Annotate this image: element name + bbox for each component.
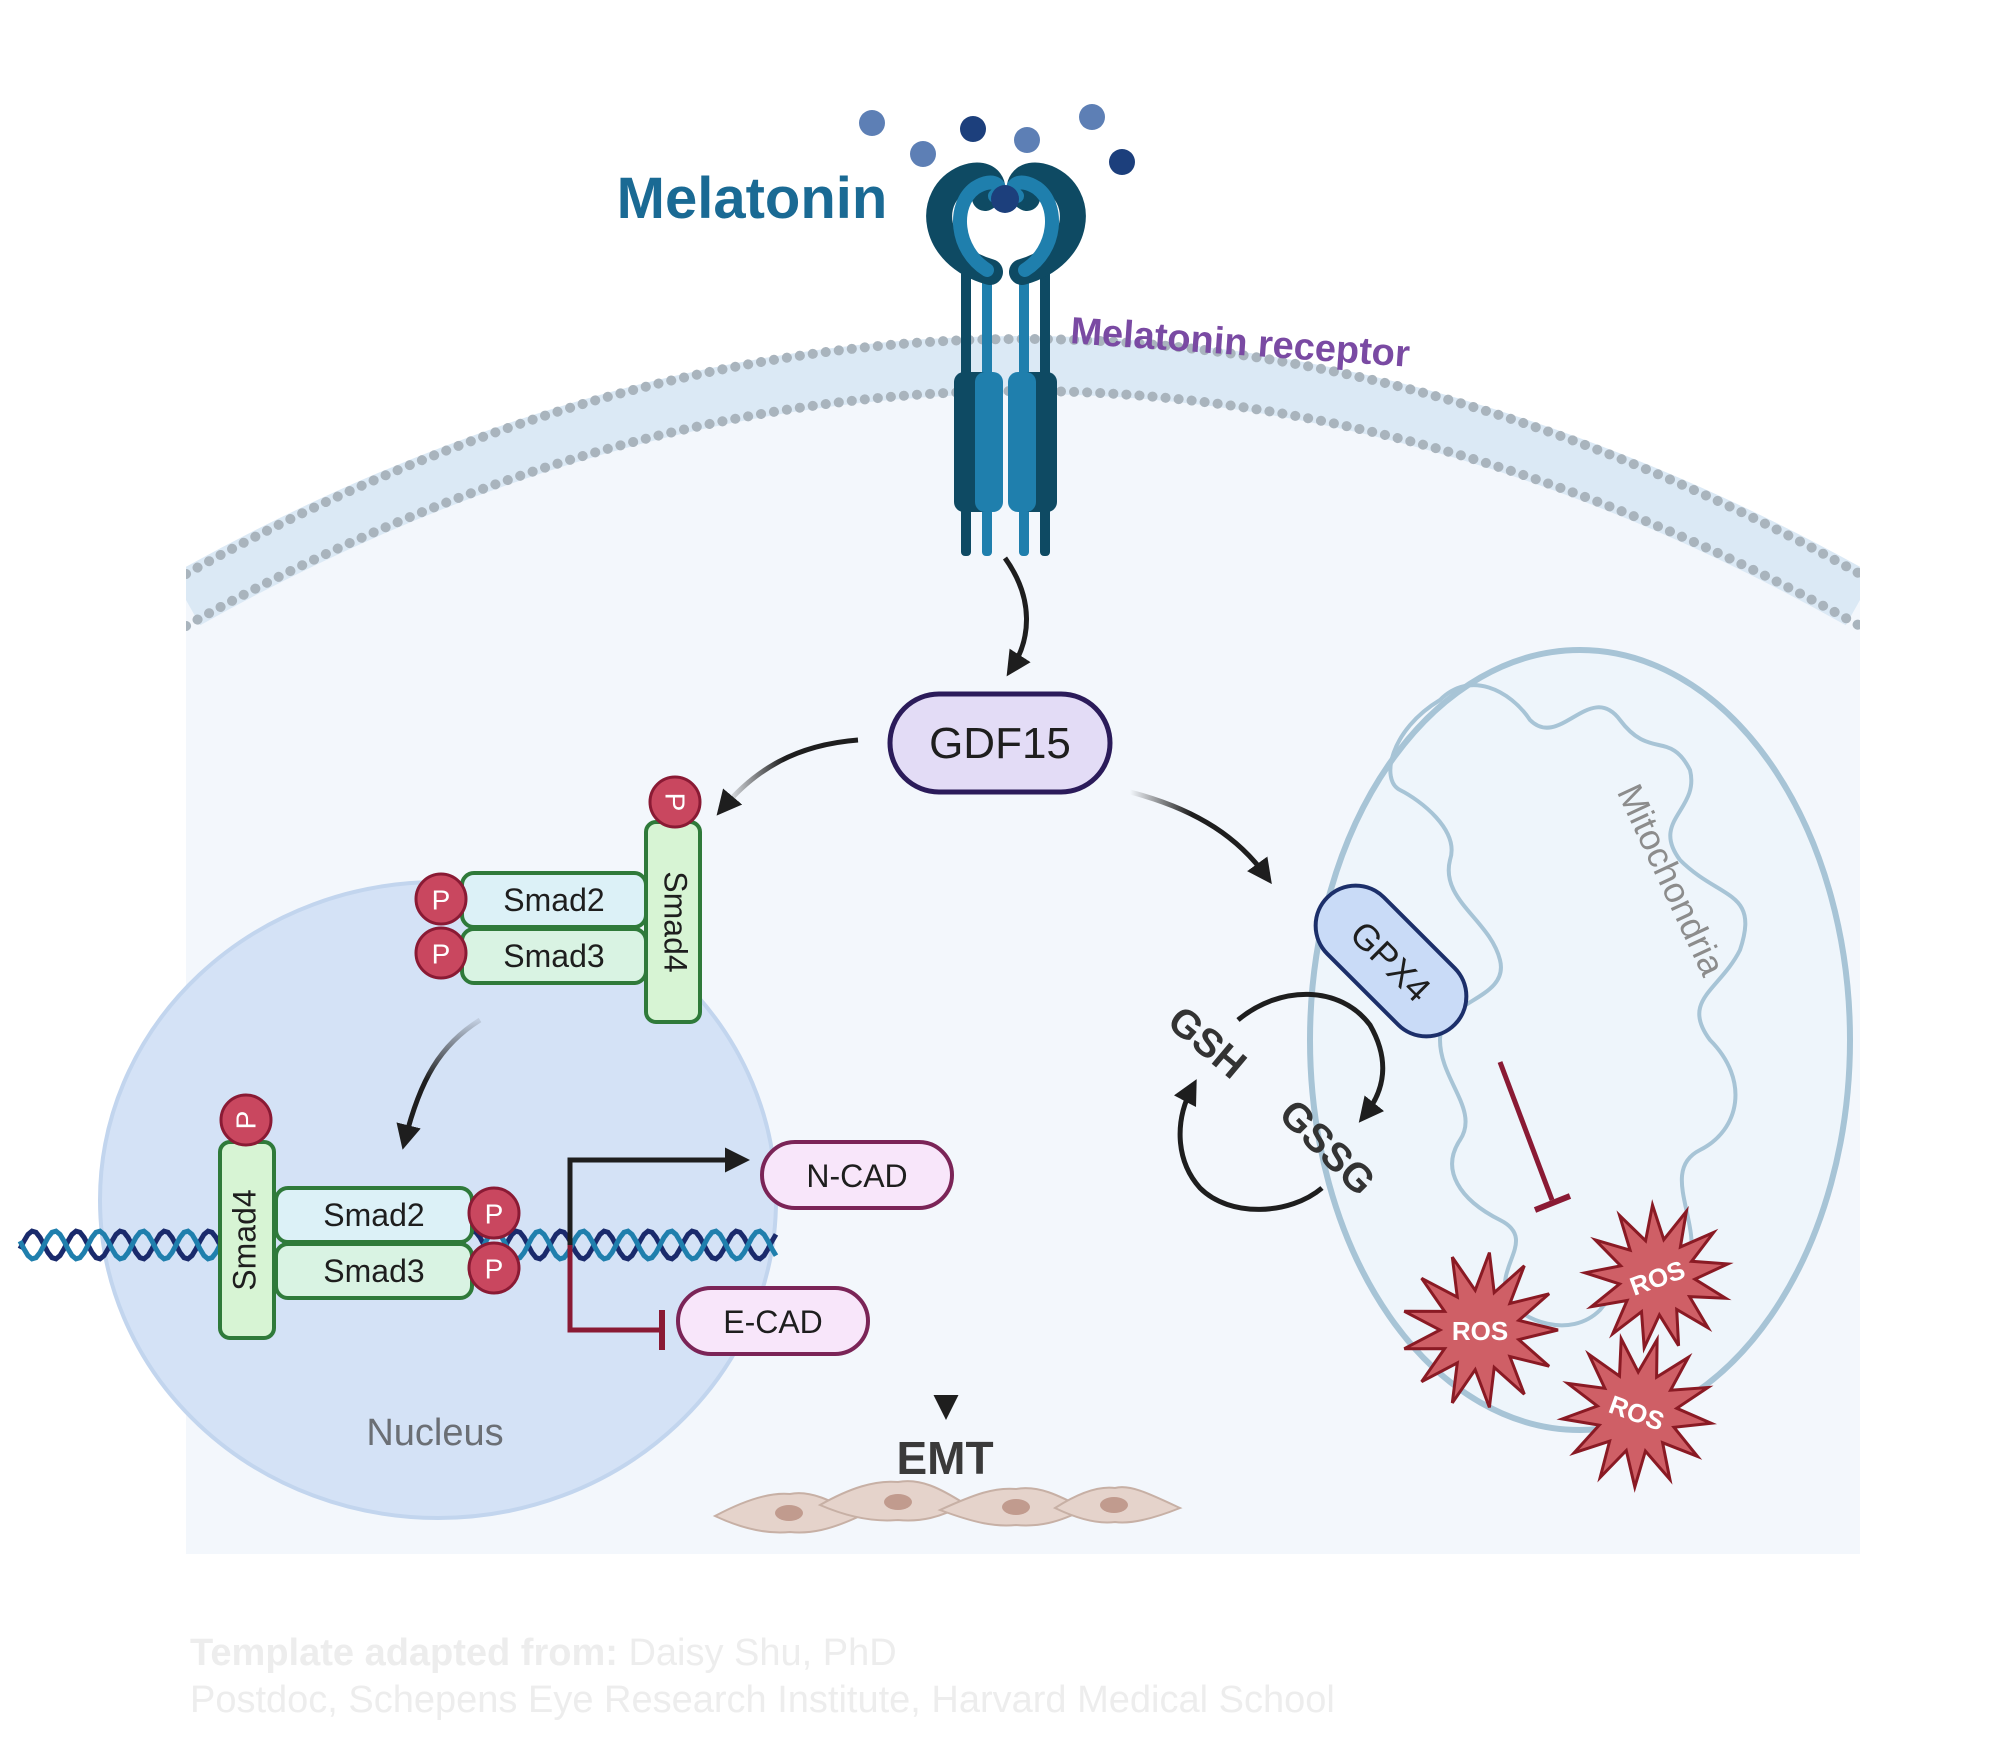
receptor-to-gdf15-arrow — [1002, 556, 1031, 677]
gpx4-inhibition-line — [1497, 1061, 1572, 1213]
melatonin-receptor-icon — [926, 162, 1086, 556]
gdf15-to-smad-arrow — [716, 737, 859, 816]
smad2-label: Smad2 — [323, 1197, 424, 1233]
smad-complex-nucleus: Smad4 Smad2 Smad3 P P P — [218, 1093, 521, 1340]
svg-text:P: P — [231, 1111, 262, 1130]
smad2-label: Smad2 — [503, 882, 604, 918]
phospho-icon: P — [414, 872, 468, 926]
ros-icon: ROS — [1579, 1199, 1734, 1354]
nucleus-label: Nucleus — [366, 1412, 503, 1454]
phospho-icon: P — [648, 775, 702, 829]
svg-text:Template adapted from: Daisy S: Template adapted from: Daisy Shu, PhD — [190, 1632, 897, 1674]
footer-author: Daisy Shu, PhD — [618, 1632, 897, 1674]
phospho-icon: P — [467, 1241, 521, 1295]
ecad-node: E-CAD — [676, 1286, 870, 1356]
melatonin-molecule-icon — [1079, 104, 1105, 130]
phospho-icon: P — [219, 1093, 273, 1147]
phospho-icon: P — [467, 1186, 521, 1240]
smad3-label: Smad3 — [503, 938, 604, 974]
ecad-inhibition-line — [567, 1245, 665, 1350]
svg-text:P: P — [485, 1199, 504, 1230]
melatonin-label: Melatonin — [617, 166, 888, 231]
melatonin-molecule-icon — [1014, 127, 1040, 153]
melatonin-molecules — [859, 104, 1135, 175]
smad4-label: Smad4 — [226, 1189, 262, 1290]
smad-complex-cytoplasm: Smad4 Smad2 Smad3 P P P — [414, 775, 702, 1024]
smad4-label: Smad4 — [658, 871, 694, 972]
melatonin-molecule-icon — [1109, 149, 1135, 175]
gdf15-to-gpx4-arrow — [1129, 789, 1272, 885]
ecad-label: E-CAD — [723, 1304, 823, 1340]
ncad-node: N-CAD — [760, 1140, 954, 1210]
ros-label: ROS — [1452, 1316, 1508, 1346]
ros-icon: ROS — [1403, 1252, 1559, 1408]
svg-text:P: P — [485, 1254, 504, 1285]
gdf15-node: GDF15 — [887, 691, 1113, 795]
gdf15-label: GDF15 — [929, 719, 1071, 768]
melatonin-molecule-icon — [910, 141, 936, 167]
phospho-icon: P — [414, 926, 468, 980]
ncad-label: N-CAD — [806, 1158, 907, 1194]
svg-text:P: P — [432, 939, 451, 970]
gssg-to-gsh-arrow — [1173, 1079, 1324, 1212]
svg-text:P: P — [432, 885, 451, 916]
smad3-label: Smad3 — [323, 1253, 424, 1289]
emt-cells-icon — [712, 1480, 1183, 1534]
smad-translocation-arrow — [396, 1017, 482, 1150]
svg-text:P: P — [660, 793, 691, 812]
emt-label: EMT — [896, 1432, 993, 1484]
mitochondria: Mitochondria — [1307, 647, 1853, 1433]
gsh-to-gssg-arrow — [1236, 991, 1386, 1123]
melatonin-molecule-icon — [960, 116, 986, 142]
footer-affiliation: Postdoc, Schepens Eye Research Institute… — [190, 1679, 1335, 1721]
footer-prefix: Template adapted from: — [190, 1632, 618, 1674]
ros-icon: ROS — [1556, 1332, 1717, 1493]
ncad-activation-arrow — [567, 1147, 750, 1245]
melatonin-molecule-icon — [859, 110, 885, 136]
footer-credit: Template adapted from: Daisy Shu, PhD Po… — [190, 1632, 1335, 1721]
